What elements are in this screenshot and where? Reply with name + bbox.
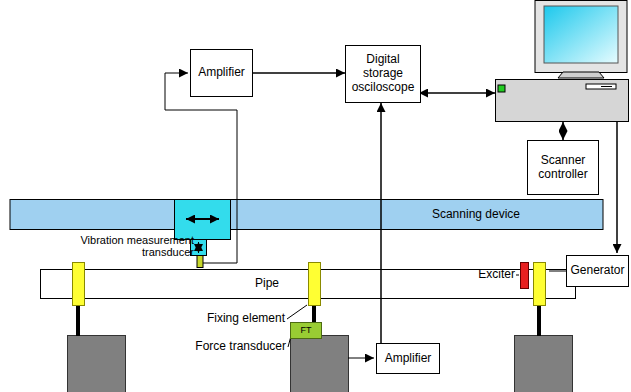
node-text: Amplifier: [385, 352, 432, 366]
node-text: Scanner controller: [531, 154, 595, 182]
part-label: Exciter: [460, 268, 515, 281]
signal-connector: [380, 103, 382, 343]
leader-line: [287, 305, 307, 319]
exciter-symbol: [521, 263, 529, 289]
fixing-elements: [73, 263, 546, 306]
part-label: Vibration measurement transducer: [60, 234, 194, 258]
part-label: Fixing element: [180, 312, 285, 325]
node-text: Amplifier: [198, 66, 245, 80]
force-wire: [348, 358, 374, 359]
node-text: Pipe: [255, 277, 279, 291]
force-transducer-box: FT: [290, 322, 322, 339]
controller-box: Scanner controller: [527, 140, 599, 195]
signal-connector: [253, 72, 345, 74]
support-pillars: [68, 305, 573, 392]
control-link: [562, 122, 564, 140]
node-text: Generator: [570, 264, 624, 278]
node-text: Scanning device: [432, 208, 520, 222]
node-text: FT: [301, 325, 312, 335]
computer: [496, 1, 629, 122]
data-link: [419, 92, 495, 94]
generator-link: [616, 122, 618, 253]
amplifier-box: Amplifier: [376, 343, 440, 374]
scanning-device-band: Scanning device: [10, 199, 603, 230]
part-label: Force transducer: [170, 340, 286, 353]
node-text: Digital storage osciloscope: [349, 53, 417, 94]
exciter-wire: [549, 271, 566, 272]
generator-box: Generator: [566, 255, 629, 287]
amplifier-box: Amplifier: [190, 49, 253, 97]
scanning-band: [10, 200, 603, 230]
oscilloscope-box: Digital storage osciloscope: [345, 45, 421, 103]
leader-line: [516, 275, 519, 276]
